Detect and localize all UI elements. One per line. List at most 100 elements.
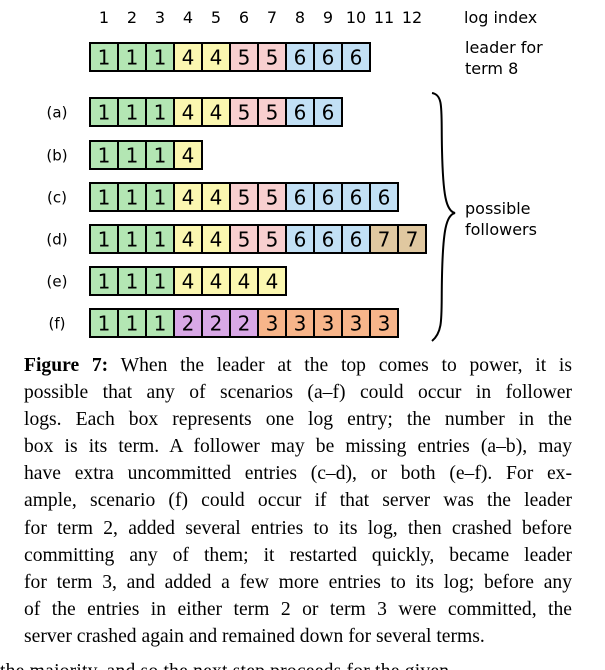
- log-entry-term: 6: [322, 46, 335, 70]
- caption-line: possible that any of scenarios (a–f) cou…: [24, 382, 572, 404]
- log-entry-term: 6: [322, 228, 335, 252]
- log-entry-term: 4: [210, 186, 223, 210]
- follower-label: (f): [49, 315, 66, 333]
- log-entry-term: 4: [238, 270, 251, 294]
- log-entry-box: [89, 308, 119, 338]
- follower-label: (e): [47, 273, 68, 291]
- log-entry-term: 3: [266, 312, 279, 336]
- log-entry-term: 5: [238, 101, 251, 125]
- log-entry-box: [285, 224, 315, 254]
- log-index-number: 6: [239, 8, 249, 27]
- caption-line: box is its term. A follower may be missi…: [24, 436, 572, 458]
- log-entry-box: [313, 308, 343, 338]
- caption-line: ample, scenario (f) could occur if that …: [24, 490, 572, 512]
- log-entry-term: 6: [350, 186, 363, 210]
- log-entry-term: 1: [98, 312, 111, 336]
- log-index-label: log index: [464, 8, 537, 27]
- log-entry-box: [173, 182, 203, 212]
- log-index-number: 5: [211, 8, 221, 27]
- log-entry-box: [397, 224, 427, 254]
- log-entry-box: [257, 97, 287, 127]
- log-entry-term: 1: [98, 46, 111, 70]
- log-entry-box: [117, 140, 147, 170]
- log-entry-term: 1: [154, 46, 167, 70]
- log-entry-term: 1: [154, 101, 167, 125]
- log-entry-term: 4: [210, 270, 223, 294]
- log-entry-term: 4: [182, 228, 195, 252]
- log-entry-term: 4: [266, 270, 279, 294]
- log-entry-term: 4: [210, 101, 223, 125]
- leader-label-line1: leader for: [465, 38, 543, 57]
- log-entry-term: 1: [126, 46, 139, 70]
- log-index-number: 12: [402, 8, 422, 27]
- log-entry-term: 1: [154, 270, 167, 294]
- followers-label-line2: followers: [465, 220, 537, 239]
- log-entry-box: [201, 42, 231, 72]
- log-entry-box: [89, 42, 119, 72]
- log-index-number: 7: [267, 8, 277, 27]
- log-entry-box: [313, 97, 343, 127]
- log-entry-term: 5: [238, 46, 251, 70]
- log-entry-term: 1: [154, 228, 167, 252]
- log-entry-box: [201, 266, 231, 296]
- log-entry-box: [145, 42, 175, 72]
- log-entry-term: 1: [154, 186, 167, 210]
- follower-label: (d): [46, 231, 67, 249]
- log-entry-term: 1: [98, 144, 111, 168]
- log-entry-term: 6: [322, 186, 335, 210]
- log-entry-box: [117, 224, 147, 254]
- log-entry-term: 6: [322, 101, 335, 125]
- log-index-number: 1: [99, 8, 109, 27]
- log-entry-box: [369, 308, 399, 338]
- log-entry-term: 3: [322, 312, 335, 336]
- log-entry-term: 1: [154, 144, 167, 168]
- log-entry-box: [257, 266, 287, 296]
- log-index-number: 11: [374, 8, 394, 27]
- figure-caption: Figure 7: When the leader at the top com…: [24, 352, 572, 650]
- log-entry-term: 1: [98, 228, 111, 252]
- log-entry-term: 6: [294, 46, 307, 70]
- log-entry-box: [229, 308, 259, 338]
- log-entry-term: 4: [182, 186, 195, 210]
- log-entry-term: 1: [98, 186, 111, 210]
- log-entry-term: 4: [210, 46, 223, 70]
- log-entry-box: [117, 97, 147, 127]
- log-index-number: 3: [155, 8, 165, 27]
- cutoff-body-text: the majority, and so the next step proce…: [0, 656, 605, 670]
- log-entry-term: 4: [210, 228, 223, 252]
- log-entry-box: [285, 182, 315, 212]
- caption-line: committing any of them; it restarted qui…: [24, 544, 572, 566]
- log-entry-box: [257, 224, 287, 254]
- log-entry-term: 4: [182, 144, 195, 168]
- log-entry-term: 5: [266, 228, 279, 252]
- log-entry-box: [201, 182, 231, 212]
- caption-line: for term 2, added several entries to its…: [24, 517, 572, 539]
- log-entry-term: 7: [406, 228, 419, 252]
- log-entry-term: 1: [126, 144, 139, 168]
- log-entry-box: [313, 42, 343, 72]
- log-entry-term: 1: [126, 101, 139, 125]
- log-entry-box: [285, 308, 315, 338]
- follower-label: (a): [47, 104, 68, 122]
- caption-line: Figure 7: When the leader at the top com…: [24, 355, 572, 376]
- log-index-number: 2: [127, 8, 137, 27]
- log-entry-term: 2: [210, 312, 223, 336]
- log-entry-term: 3: [294, 312, 307, 336]
- caption-line: logs. Each box represents one log entry;…: [24, 409, 572, 431]
- log-entry-term: 6: [350, 46, 363, 70]
- log-index-number: 4: [183, 8, 193, 27]
- log-entry-term: 1: [126, 186, 139, 210]
- follower-label: (b): [46, 147, 67, 165]
- log-entry-term: 6: [294, 101, 307, 125]
- log-entry-box: [229, 224, 259, 254]
